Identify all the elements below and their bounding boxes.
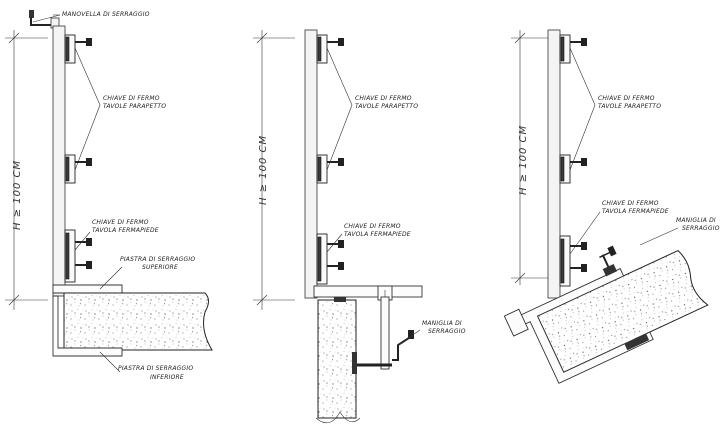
toeboard-key-label-2: TAVOLA FERMAPIEDE bbox=[602, 208, 669, 215]
toeboard bbox=[64, 229, 76, 283]
handle-label-2: SERRAGGIO bbox=[428, 328, 466, 335]
toeboard-key-label-1: CHIAVE DI FERMO bbox=[92, 219, 149, 226]
parapet-key-label-2: TAVOLE PARAPETTO bbox=[103, 103, 166, 110]
parapet-key-label-2: TAVOLE PARAPETTO bbox=[355, 103, 418, 110]
upper-plate-label-2: SUPERIORE bbox=[142, 264, 178, 271]
toeboard-key-label-2: TAVOLA FERMAPIEDE bbox=[344, 231, 411, 238]
middle-parapet-plank bbox=[559, 154, 571, 184]
upper-parapet-plank bbox=[64, 34, 76, 64]
upper-plate-label-1: PIASTRA DI SERRAGGIO bbox=[120, 256, 195, 263]
upper-clamp-plate bbox=[52, 284, 123, 294]
height-dimension-line bbox=[253, 30, 295, 310]
guardrail-post bbox=[304, 29, 318, 299]
guardrail-post bbox=[547, 29, 561, 299]
concrete-beam bbox=[317, 299, 357, 419]
figure-1-slab-edge-clamp: H ≥ 100 CM MANOV bbox=[5, 10, 213, 381]
parapet-key-label-1: CHIAVE DI FERMO bbox=[103, 95, 160, 102]
upper-parapet-plank bbox=[316, 34, 328, 64]
figure-3-inclined-slab-clamp: H ≥ 100 CM CHIAVE DI FERMO bbox=[503, 29, 720, 384]
figure-2-beam-clamp: H ≥ 100 CM CHIAVE DI FERMO bbox=[253, 29, 466, 424]
height-label: H ≥ 100 CM bbox=[258, 135, 269, 205]
handle-label-2: SERRAGGIO bbox=[682, 225, 720, 232]
lower-clamp-plate bbox=[52, 295, 123, 357]
lower-plate-label-1: PIASTRA DI SERRAGGIO bbox=[118, 365, 193, 372]
toeboard-key-label-1: CHIAVE DI FERMO bbox=[344, 223, 401, 230]
top-clamp-bar bbox=[313, 285, 423, 298]
guardrail-post bbox=[52, 25, 66, 297]
toeboard-key-label-1: CHIAVE DI FERMO bbox=[602, 200, 659, 207]
toeboard bbox=[316, 233, 328, 285]
upper-parapet-plank bbox=[559, 34, 571, 64]
clamp-rod bbox=[380, 296, 390, 370]
toeboard bbox=[559, 235, 571, 287]
parapet-key-label-2: TAVOLE PARAPETTO bbox=[598, 103, 661, 110]
crank-label: MANOVELLA DI SERRAGGIO bbox=[62, 11, 150, 18]
handle-label-1: MANIGLIA DI bbox=[422, 320, 462, 327]
lower-plate-label-2: INFERIORE bbox=[150, 374, 184, 381]
concrete-slab bbox=[63, 292, 213, 351]
middle-parapet-plank bbox=[64, 154, 76, 184]
parapet-key-label-1: CHIAVE DI FERMO bbox=[355, 95, 412, 102]
height-label: H ≥ 100 CM bbox=[518, 125, 529, 195]
parapet-key-label-1: CHIAVE DI FERMO bbox=[598, 95, 655, 102]
handle-label-1: MANIGLIA DI bbox=[676, 217, 716, 224]
toeboard-key-label-2: TAVOLA FERMAPIEDE bbox=[92, 227, 159, 234]
inclined-concrete-slab bbox=[536, 249, 709, 373]
height-label: H ≥ 100 CM bbox=[12, 160, 23, 230]
height-dimension-line bbox=[511, 30, 555, 285]
height-dimension-line bbox=[5, 30, 48, 310]
middle-parapet-plank bbox=[316, 154, 328, 184]
